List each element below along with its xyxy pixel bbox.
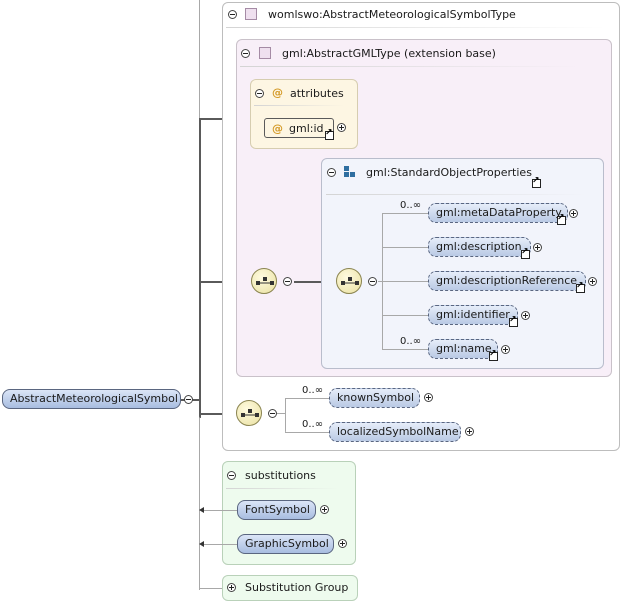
connector-line [382,349,428,350]
type-panel-title: womlswo:AbstractMeteorologicalSymbolType [268,8,516,21]
element-gml-identifier[interactable]: gml:identifier [428,305,518,325]
connector-line [285,398,286,432]
collapse-toggle-icon[interactable] [268,409,277,418]
arrow-left-icon [199,507,204,513]
attribute-label: gml:id [289,122,324,135]
expand-toggle-icon[interactable] [569,209,578,218]
complex-type-icon [245,8,257,20]
connector-line [204,544,237,545]
expand-toggle-icon[interactable] [501,345,510,354]
element-label: gml:descriptionReference [436,274,578,287]
divider [326,194,586,195]
attribute-gml-id[interactable]: @ gml:id [264,118,334,138]
connector-line [378,281,428,282]
expand-toggle-icon[interactable] [320,505,329,514]
reference-arrow-icon [576,281,585,293]
reference-arrow-icon [325,128,334,140]
reference-arrow-icon [509,315,518,327]
connector-line [285,432,329,433]
expand-toggle-icon[interactable] [338,539,347,548]
element-localizedsymbolname[interactable]: localizedSymbolName [329,422,461,442]
element-label: AbstractMeteorologicalSymbol [10,392,178,405]
collapse-toggle-icon[interactable] [327,168,336,177]
reference-arrow-icon [489,349,498,361]
expand-toggle-icon[interactable] [465,427,474,436]
cardinality-label: 0..∞ [400,200,422,211]
expand-toggle-icon[interactable] [533,243,542,252]
connector-line [199,588,223,589]
connector-line [294,281,336,283]
group-icon [344,166,356,178]
collapse-toggle-icon[interactable] [227,471,236,480]
standard-object-properties-panel [321,158,604,369]
root-element-abstractmeteorologicalsymbol[interactable]: AbstractMeteorologicalSymbol [2,389,181,409]
connector-line [382,315,428,316]
collapse-toggle-icon[interactable] [368,277,377,286]
connector-line [285,398,329,399]
element-label: gml:name [436,342,492,355]
connector-line [277,413,285,414]
collapse-toggle-icon[interactable] [283,277,292,286]
connector-line [382,213,428,214]
substitution-fontsymbol[interactable]: FontSymbol [237,500,316,520]
element-gml-name[interactable]: gml:name [428,339,498,359]
substitutions-title: substitutions [245,469,316,482]
sequence-compositor-icon [236,400,262,426]
collapse-toggle-icon[interactable] [255,89,264,98]
divider [226,27,606,28]
reference-arrow-icon [557,213,566,225]
std-props-title: gml:StandardObjectProperties [366,166,532,179]
attributes-title: attributes [290,87,344,100]
divider [226,488,338,489]
attribute-icon: @ [272,86,283,99]
cardinality-label: 0..∞ [302,419,324,430]
element-label: gml:description [436,240,522,253]
collapse-toggle-icon[interactable] [241,49,250,58]
element-label: GraphicSymbol [245,537,329,550]
element-knownsymbol[interactable]: knownSymbol [329,388,420,408]
expand-toggle-icon[interactable] [588,277,597,286]
collapse-toggle-icon[interactable] [228,10,237,19]
cardinality-label: 0..∞ [400,336,422,347]
element-gml-description[interactable]: gml:description [428,237,531,257]
substitution-group-panel [222,575,358,601]
expand-toggle-icon[interactable] [424,393,433,402]
element-label: FontSymbol [245,503,310,516]
connector-line [204,510,237,511]
extension-base-title: gml:AbstractGMLType (extension base) [282,47,496,60]
divider [240,66,580,67]
cardinality-label: 0..∞ [302,385,324,396]
collapse-toggle-icon[interactable] [184,395,193,404]
element-label: localizedSymbolName [337,425,459,438]
connector-line [199,413,237,415]
connector-line [382,247,428,248]
element-label: knownSymbol [337,391,415,404]
complex-type-icon [259,47,271,59]
expand-toggle-icon[interactable] [227,583,236,592]
element-gml-descriptionreference[interactable]: gml:descriptionReference [428,271,586,291]
expand-toggle-icon[interactable] [521,311,530,320]
substitution-group-title: Substitution Group [245,581,349,594]
reference-arrow-icon [521,247,530,259]
connector-line [199,118,201,418]
element-label: gml:metaDataProperty [436,206,562,219]
expand-toggle-icon[interactable] [337,123,346,132]
reference-arrow-icon [532,176,541,188]
element-label: gml:identifier [436,308,510,321]
arrow-left-icon [199,541,204,547]
sequence-compositor-icon [251,268,277,294]
sequence-compositor-icon [336,268,362,294]
substitution-graphicsymbol[interactable]: GraphicSymbol [237,534,334,554]
element-gml-metadataproperty[interactable]: gml:metaDataProperty [428,203,568,223]
attribute-icon: @ [272,122,283,135]
divider [254,105,344,106]
